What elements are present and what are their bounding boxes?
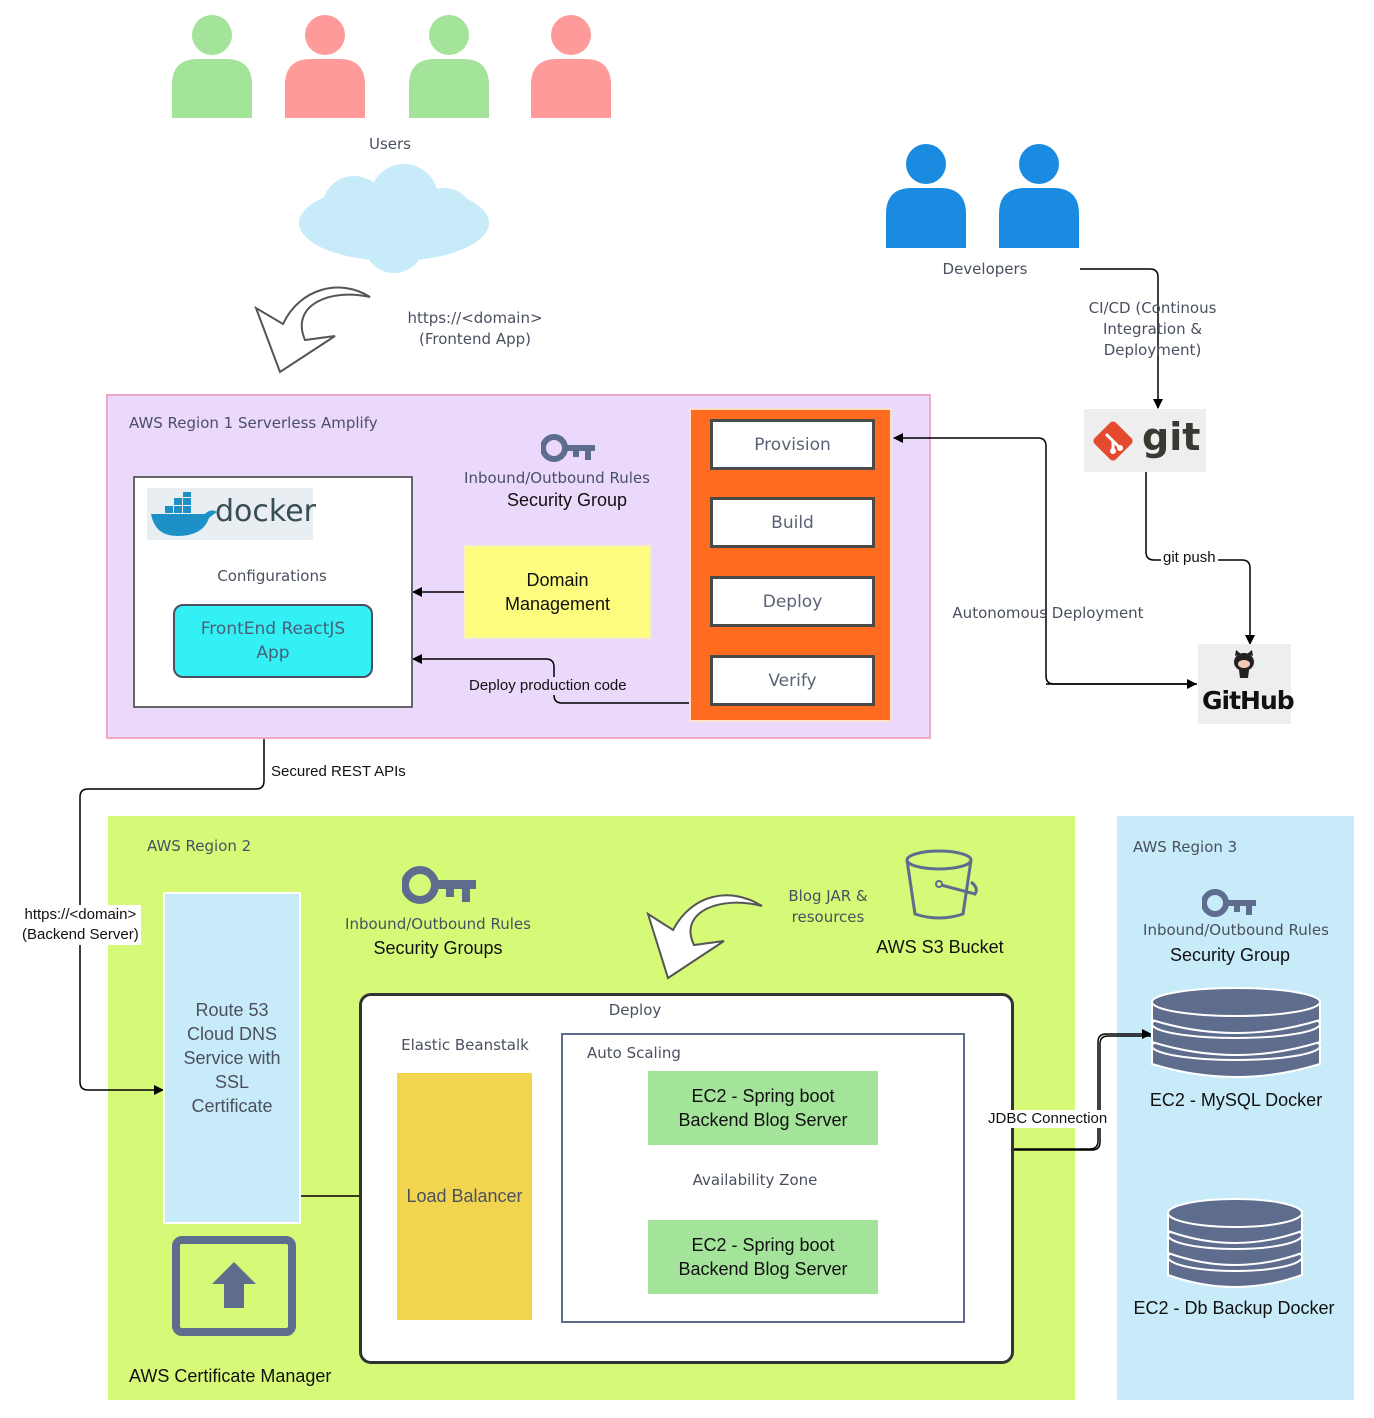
ec2-bottom-node: EC2 - Spring boot Backend Blog Server [648, 1220, 878, 1294]
cicd-label: CI/CD (Continous Integration & Deploymen… [1088, 299, 1217, 359]
region3-container [1117, 816, 1354, 1400]
mysql-database-icon [1151, 987, 1321, 1078]
pipeline-step-deploy: Deploy [710, 576, 875, 627]
ec2-top-node: EC2 - Spring boot Backend Blog Server [648, 1071, 878, 1145]
backend-url-label: https://<domain> (Backend Server) [20, 905, 141, 945]
availability-zone-label: Availability Zone [692, 1171, 818, 1189]
blog-jar-label: Blog JAR & resources [788, 887, 868, 926]
developer-icon [886, 144, 966, 248]
frontend-curved-arrow [254, 286, 371, 374]
s3-curved-arrow [646, 894, 763, 980]
backup-label: EC2 - Db Backup Docker [1133, 1298, 1335, 1318]
users-label: Users [368, 135, 411, 153]
region2-rules-label: Inbound/Outbound Rules [345, 915, 531, 933]
auto-scaling-label: Auto Scaling [587, 1044, 681, 1062]
cloud-icon [299, 164, 489, 273]
pipeline-step-provision: Provision [710, 419, 875, 470]
git-diamond-icon [1093, 421, 1133, 461]
pipeline-step-verify: Verify [710, 655, 875, 706]
backup-database-icon [1167, 1198, 1303, 1288]
docker-logo-text: docker [215, 494, 316, 529]
dev-to-git-line [1080, 268, 1163, 409]
git-logo: git [1084, 409, 1206, 472]
autonomous-deployment-label: Autonomous Deployment [952, 604, 1144, 622]
certificate-manager-icon [172, 1236, 296, 1336]
region1-title: AWS Region 1 Serverless Amplify [129, 414, 378, 432]
docker-logo: docker [147, 488, 316, 540]
jdbc-label: JDBC Connection [986, 1110, 1110, 1128]
key-icon [541, 434, 595, 462]
s3-label: AWS S3 Bucket [876, 937, 1004, 957]
secured-rest-label: Secured REST APIs [269, 763, 408, 781]
user-icons [172, 15, 611, 118]
region2-title: AWS Region 2 [147, 837, 252, 855]
mysql-label: EC2 - MySQL Docker [1149, 1090, 1323, 1110]
region3-security-label: Security Group [1169, 945, 1291, 965]
cert-manager-label: AWS Certificate Manager [129, 1366, 332, 1386]
pipeline-step-build: Build [710, 497, 875, 548]
deploy-production-label: Deploy production code [467, 677, 629, 695]
region1-rules-label: Inbound/Outbound Rules [464, 469, 650, 487]
s3-bucket-icon [905, 849, 978, 920]
docker-whale-icon [151, 492, 217, 536]
secured-rest-line [79, 739, 265, 1095]
configurations-label: Configurations [217, 567, 327, 585]
key-icon [1202, 889, 1256, 917]
beanstalk-label: Elastic Beanstalk [401, 1036, 529, 1054]
octocat-icon [1234, 650, 1254, 678]
deploy-label: Deploy [608, 1001, 662, 1019]
region3-title: AWS Region 3 [1133, 838, 1238, 856]
developers-label: Developers [942, 260, 1028, 278]
user-icon [172, 15, 252, 118]
users-group [172, 15, 612, 118]
route53-node: Route 53 Cloud DNS Service with SSL Cert… [163, 892, 301, 1224]
frontend-url-label: https://<domain> (Frontend App) [407, 309, 543, 348]
git-push-label: git push [1161, 549, 1218, 567]
region2-security-label: Security Groups [373, 938, 503, 958]
github-logo-text: GitHub [1202, 686, 1295, 715]
frontend-app-node: FrontEnd ReactJS App [173, 604, 373, 678]
developer-icons [886, 144, 1079, 248]
github-logo: GitHub [1198, 644, 1295, 724]
autonomous-deploy-line [893, 433, 1197, 685]
key-icon [402, 866, 476, 904]
region1-security-label: Security Group [506, 490, 628, 510]
region3-rules-label: Inbound/Outbound Rules [1143, 921, 1329, 939]
git-logo-text: git [1142, 415, 1201, 459]
domain-management-node: Domain Management [464, 545, 651, 639]
load-balancer-node: Load Balancer [397, 1073, 532, 1320]
